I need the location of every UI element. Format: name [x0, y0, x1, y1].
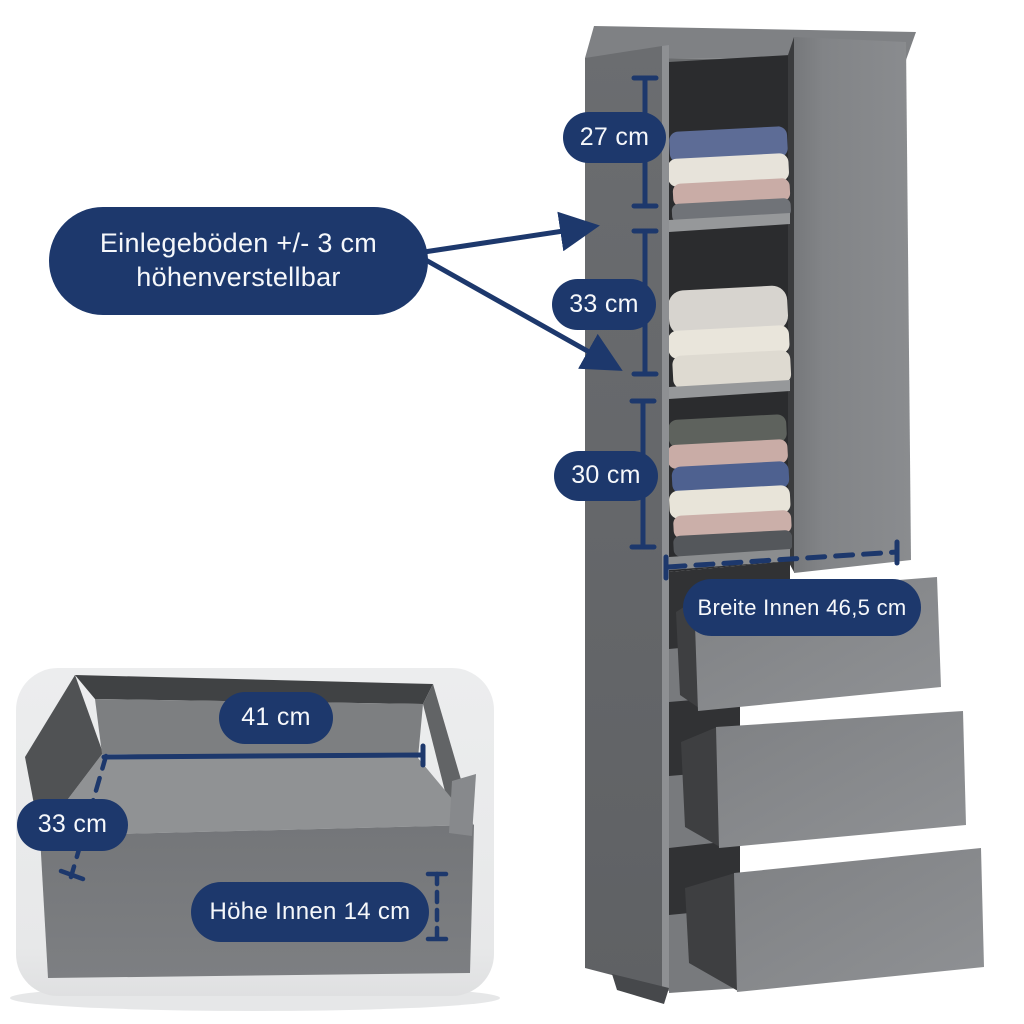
drawer-height-pill-label: Höhe Innen 14 cm — [209, 898, 411, 925]
door-gap — [788, 37, 794, 572]
drawer-width-pill-label: 41 cm — [241, 703, 311, 732]
drawer-box-left-wall — [25, 675, 103, 836]
drawer-depth-pill: 33 cm — [17, 799, 128, 851]
cabinet-side-panel — [585, 46, 662, 988]
inner-width-pill-label: Breite Innen 46,5 cm — [697, 594, 907, 620]
measurement-pill-27cm: 27 cm — [563, 112, 666, 163]
clothes-stack-2 — [669, 285, 792, 389]
clothes-stack-3 — [669, 414, 792, 557]
drawer-3-box-side — [685, 873, 738, 991]
shelf-board-2 — [669, 380, 790, 399]
drawer-height-pill: Höhe Innen 14 cm — [191, 882, 429, 942]
measurement-line-41cm — [101, 743, 426, 768]
shelf-board-1 — [669, 213, 790, 232]
drawer-2-front — [716, 711, 966, 848]
dashed-line-inner-width — [663, 539, 900, 581]
measurement-pill-33cm-shelf: 33 cm — [552, 279, 656, 330]
callout-line2: höhenverstellbar — [136, 262, 341, 292]
drawer-box-floor — [40, 754, 474, 836]
cabinet-front-edge — [662, 45, 669, 991]
clothes-stack-1 — [669, 126, 791, 223]
measurement-pill-33cm-shelf-label: 33 cm — [569, 289, 639, 318]
dashed-line-depth-33cm — [58, 753, 109, 882]
drawer-depth-pill-label: 33 cm — [37, 810, 108, 839]
callout-arrow-lower — [421, 256, 623, 371]
callout-arrow-upper — [421, 211, 600, 255]
inner-width-pill: Breite Innen 46,5 cm — [683, 579, 921, 636]
measurement-pill-30cm: 30 cm — [554, 451, 658, 501]
measurement-pill-30cm-label: 30 cm — [571, 461, 641, 490]
measurement-pill-27cm-label: 27 cm — [579, 122, 650, 151]
drawer-box-right-post — [449, 774, 476, 836]
drawer-2-box-side — [681, 727, 720, 847]
dashed-line-inner-height — [425, 871, 449, 942]
drawer-box-back-rim — [75, 675, 433, 704]
callout-line1: Einlegeböden +/- 3 cm — [99, 228, 378, 259]
drawer-3-front — [734, 848, 984, 992]
cabinet-foot — [612, 974, 669, 1004]
door-panel — [794, 37, 911, 573]
callout-pill-shelf-adjustable: Einlegeböden +/- 3 cm höhenverstellbar — [49, 207, 428, 315]
drawer-width-pill: 41 cm — [219, 692, 333, 744]
